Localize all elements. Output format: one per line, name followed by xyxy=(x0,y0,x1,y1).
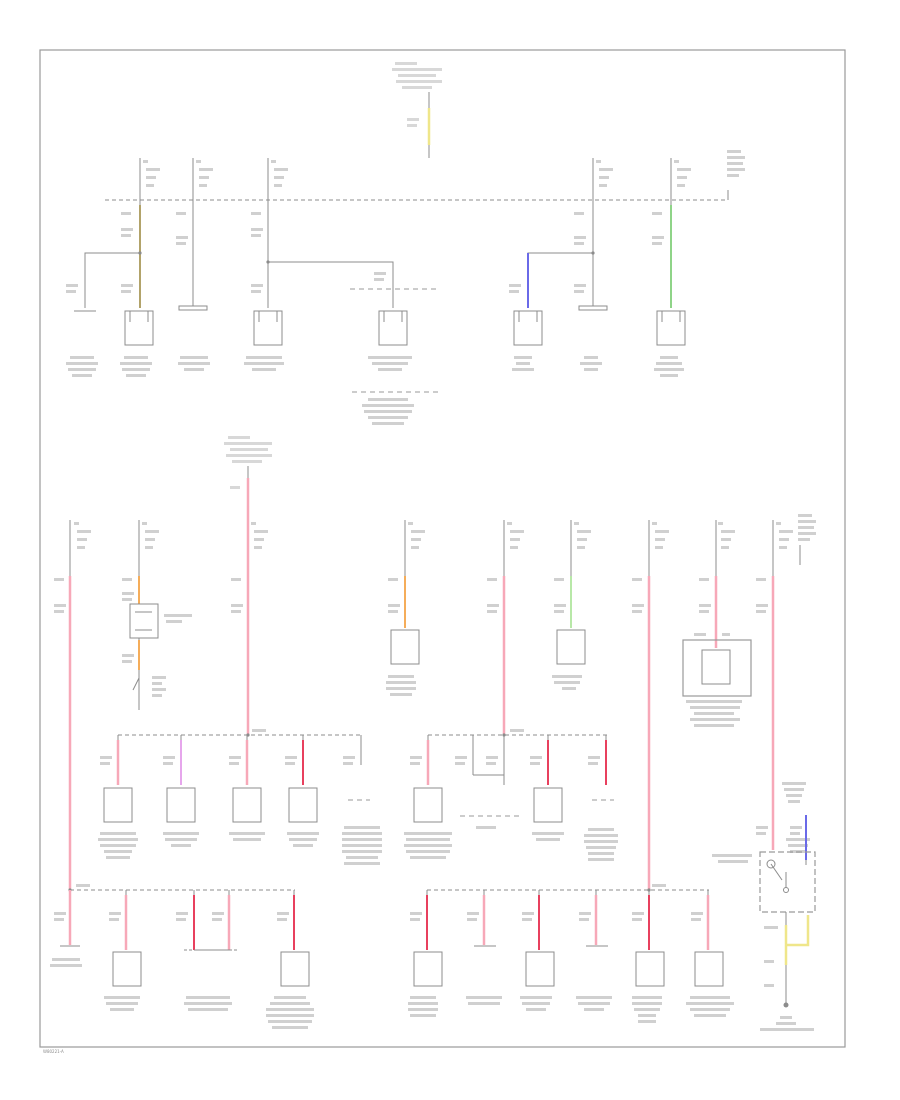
bottom-component-labels xyxy=(50,958,734,1029)
relay-box xyxy=(129,603,159,639)
ignition-switch-assembly xyxy=(712,782,816,1031)
middle-buses xyxy=(98,729,618,865)
middle-section xyxy=(54,436,816,890)
fuse-labels-mid xyxy=(74,514,816,549)
wire-labels-mid xyxy=(54,578,768,663)
top-source-label xyxy=(392,62,442,89)
wire-labels-top xyxy=(66,212,664,293)
top-component-labels xyxy=(66,356,684,377)
fuse-stubs-top xyxy=(139,158,672,200)
top-section xyxy=(66,62,745,425)
fuse-labels-top xyxy=(143,150,745,187)
module-enclosure xyxy=(682,639,752,697)
diagram-frame xyxy=(39,49,846,1048)
figure-label: W80221-A xyxy=(43,1049,64,1054)
wire-labels-bottom xyxy=(54,912,703,921)
top-components xyxy=(74,305,686,346)
row2-component-labels xyxy=(98,826,618,865)
bottom-section xyxy=(50,782,816,1031)
